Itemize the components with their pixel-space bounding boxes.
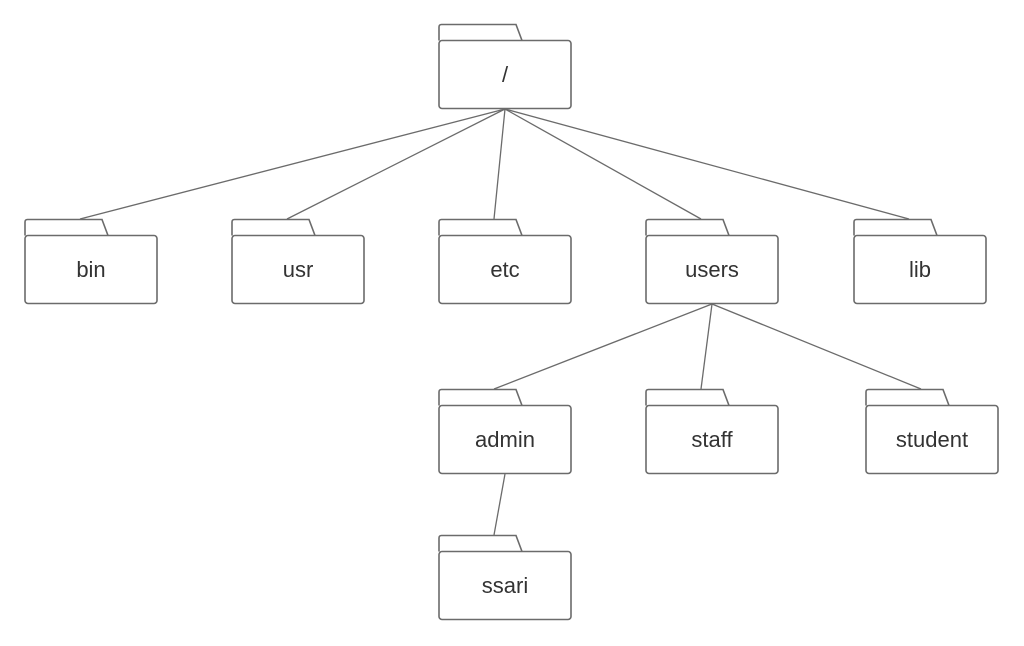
edge-users-staff <box>700 303 713 390</box>
folder-label: staff <box>691 426 733 452</box>
folder-label: admin <box>475 426 535 452</box>
folder-icon <box>438 23 572 110</box>
edge-root-lib <box>504 108 910 220</box>
folder-node-bin: bin <box>24 218 158 305</box>
folder-node-root: / <box>438 23 572 110</box>
folder-node-staff: staff <box>645 388 779 475</box>
folder-body <box>438 550 572 621</box>
folder-body <box>438 39 572 110</box>
folder-label: bin <box>76 256 106 282</box>
folder-tab <box>231 218 316 236</box>
folder-body <box>645 234 779 305</box>
edge-root-etc <box>493 108 506 220</box>
folder-label: lib <box>908 256 931 282</box>
folder-icon <box>438 534 572 621</box>
edge-root-usr <box>286 108 506 220</box>
folder-body <box>438 404 572 475</box>
folder-label: / <box>501 61 509 87</box>
folder-icon <box>24 218 158 305</box>
folder-label: student <box>895 426 969 452</box>
folder-node-users: users <box>645 218 779 305</box>
folder-body <box>865 404 999 475</box>
folder-icon <box>438 218 572 305</box>
folder-label: etc <box>490 256 520 282</box>
folder-icon <box>865 388 999 475</box>
edge-users-admin <box>493 303 713 390</box>
folder-node-lib: lib <box>853 218 987 305</box>
folder-tab <box>438 388 523 406</box>
folder-tab <box>853 218 938 236</box>
folder-icon <box>853 218 987 305</box>
folder-icon <box>438 388 572 475</box>
edge-root-users <box>504 108 702 220</box>
folder-node-usr: usr <box>231 218 365 305</box>
folder-body <box>438 234 572 305</box>
folder-label: users <box>685 256 739 282</box>
folder-icon <box>231 218 365 305</box>
folder-tab <box>438 23 523 41</box>
folder-tab <box>645 218 730 236</box>
folder-body <box>24 234 158 305</box>
folder-icon <box>645 218 779 305</box>
folder-body <box>645 404 779 475</box>
folder-node-ssari: ssari <box>438 534 572 621</box>
edge-admin-ssari <box>493 473 506 536</box>
folder-label: usr <box>282 256 314 282</box>
folder-tab <box>24 218 109 236</box>
folder-node-etc: etc <box>438 218 572 305</box>
edge-users-student <box>711 303 922 390</box>
folder-tab <box>438 218 523 236</box>
folder-tab <box>865 388 950 406</box>
folder-label: ssari <box>481 572 529 598</box>
folder-tab <box>438 534 523 552</box>
folder-icon <box>645 388 779 475</box>
edge-root-bin <box>79 108 506 220</box>
folder-node-student: student <box>865 388 999 475</box>
folder-node-admin: admin <box>438 388 572 475</box>
folder-body <box>853 234 987 305</box>
folder-body <box>231 234 365 305</box>
folder-tab <box>645 388 730 406</box>
